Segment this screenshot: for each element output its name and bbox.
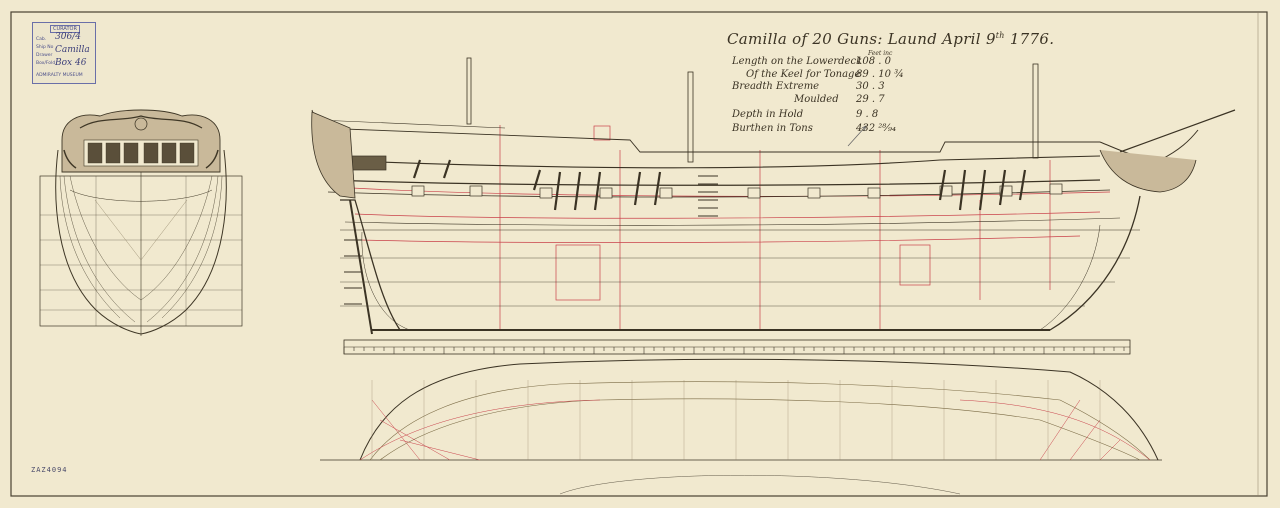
dimension-label: Of the Keel for Tonage [746, 69, 861, 80]
dimension-label: Length on the Lowerdeck [732, 56, 863, 67]
sheet-border [10, 11, 1268, 497]
dimension-value: 89 . 10 ¾ [856, 69, 904, 80]
dimension-value: 29 . 7 [856, 94, 885, 105]
stamp-row-label: Ship No [36, 45, 54, 50]
body-plan-view [39, 109, 243, 336]
stamp-handwritten-box: Box 46 [55, 58, 87, 68]
dimension-value: 9 . 8 [856, 109, 879, 120]
stamp-header: CURATOR [50, 25, 80, 33]
dimension-value: 432 ²⁸⁄₉₄ [856, 123, 896, 134]
half-breadth-plan [320, 358, 1162, 495]
title-superscript: th [995, 31, 1005, 40]
stamp-handwritten-number: 306/4 [55, 32, 81, 42]
plan-title: Camilla of 20 Guns: Laund April 9th 1776… [727, 30, 1054, 48]
stamp-row-label: Cab. [36, 37, 47, 42]
stamp-footer: ADMIRALTY MUSEUM [36, 73, 83, 78]
dimension-label: Depth in Hold [732, 109, 804, 120]
title-main: Camilla of 20 Guns: Laund April 9 [727, 30, 996, 48]
dimension-label: Moulded [794, 94, 839, 105]
stamp-row-label: Drawer [36, 53, 53, 58]
stamp-handwritten-ship: Camilla [55, 45, 90, 55]
curator-stamp: CURATOR Cab. Ship No Drawer Box/Fold 306… [32, 22, 96, 84]
units-header: Feet inc [868, 50, 893, 57]
pencil-arrow [847, 125, 867, 147]
title-year: 1776. [1009, 30, 1055, 48]
dimension-value: 30 . 3 [856, 81, 885, 92]
dimension-value: 108 . 0 [856, 56, 891, 67]
sheer-plan-view [311, 57, 1236, 335]
stamp-row-label: Box/Fold [36, 61, 56, 66]
scale-ticks [343, 347, 1125, 354]
dimension-label: Burthen in Tons [732, 123, 813, 134]
catalogue-reference: ZAZ4094 [31, 466, 68, 474]
dimension-label: Breadth Extreme [732, 81, 820, 92]
scale-bar [343, 339, 1131, 355]
